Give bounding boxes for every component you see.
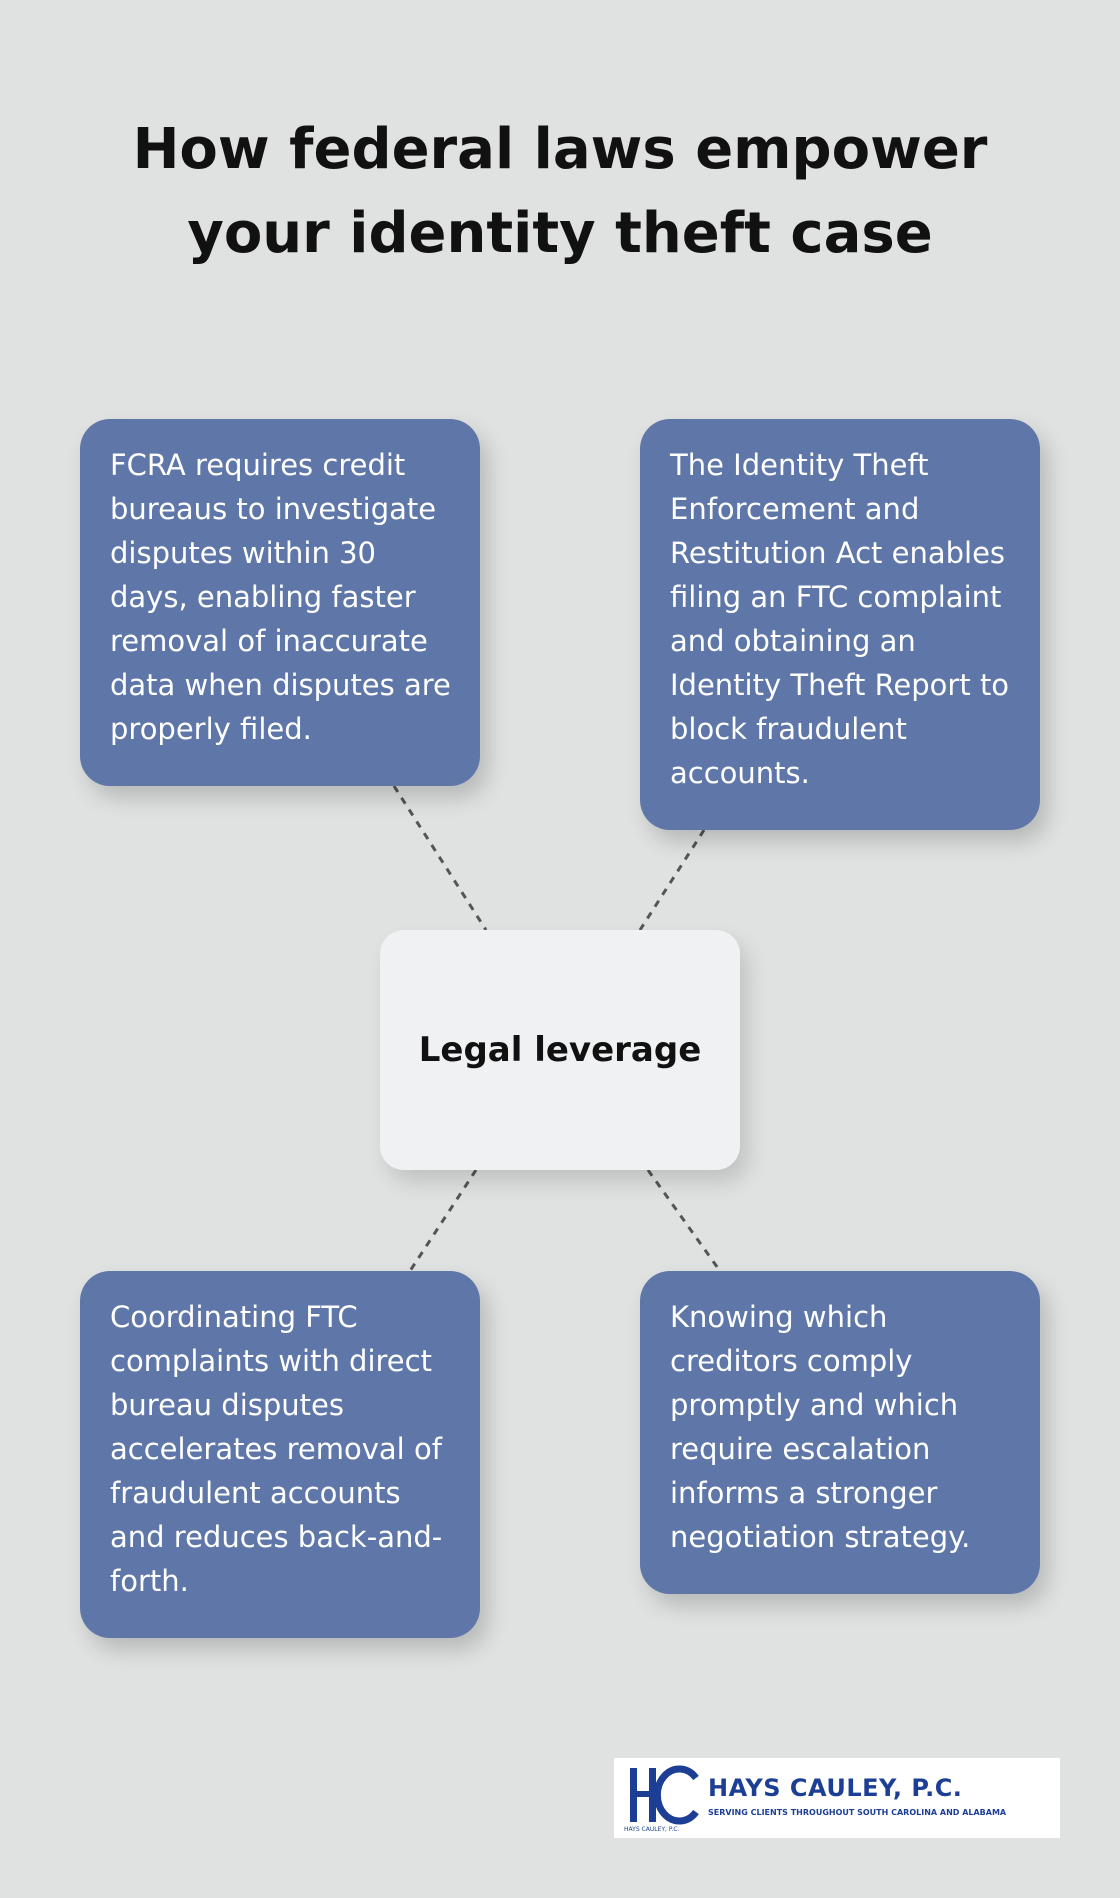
connector-top-right	[638, 829, 706, 931]
fcra-card: FCRA requires credit bureaus to investig…	[80, 419, 480, 786]
creditor-knowledge-card: Knowing which creditors comply promptly …	[640, 1271, 1040, 1594]
firm-logo: HAYS CAULEY, P.C. SERVING CLIENTS THROUG…	[614, 1758, 1060, 1838]
hc-monogram-icon	[630, 1765, 699, 1825]
page-title: How federal laws empower your identity t…	[60, 108, 1060, 276]
logo-small-text: HAYS CAULEY, P.C.	[624, 1826, 680, 1833]
center-node: Legal leverage	[380, 930, 740, 1170]
title-line-1: How federal laws empower	[132, 117, 988, 182]
center-label: Legal leverage	[418, 1030, 702, 1070]
connector-bottom-right	[646, 1169, 722, 1272]
coordination-card: Coordinating FTC complaints with direct …	[80, 1271, 480, 1638]
title-line-2: your identity theft case	[187, 201, 933, 266]
logo-firm-name: HAYS CAULEY, P.C.	[708, 1774, 963, 1802]
connector-top-left	[392, 785, 488, 931]
connector-bottom-left	[408, 1169, 478, 1272]
logo-tagline: SERVING CLIENTS THROUGHOUT SOUTH CAROLIN…	[708, 1808, 1007, 1817]
identity-theft-act-card: The Identity Theft Enforcement and Resti…	[640, 419, 1040, 830]
